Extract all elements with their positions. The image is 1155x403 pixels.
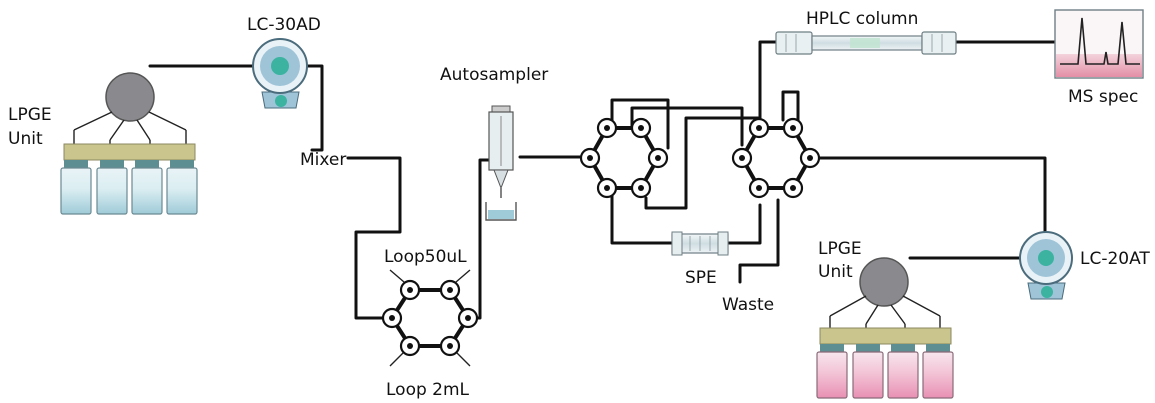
lpge-bar-left [63, 143, 196, 161]
bottles-left [60, 160, 198, 215]
pump-lc30ad: LC-30AD [247, 15, 321, 109]
loop-bottom-label: Loop 2mL [386, 380, 470, 400]
hplc-column-label: HPLC column [806, 9, 918, 29]
lpge-left-label-line1: LPGE [8, 105, 52, 125]
hplc-column: HPLC column [775, 9, 957, 55]
lpge-right-label-line2: Unit [818, 262, 853, 282]
loop-valve: Loop50uL Loop 2mL [381, 247, 479, 400]
ms-spec-label: MS spec [1068, 87, 1138, 107]
mixer-ball-left [105, 72, 155, 122]
pump-right-label: LC-20AT [1080, 249, 1150, 269]
tubing-lines [148, 40, 1057, 320]
lpge-unit-right: LPGE Unit [816, 239, 954, 399]
six-port-valve-right [731, 117, 821, 199]
autosampler: Autosampler [440, 65, 548, 221]
loop-top-label: Loop50uL [384, 247, 467, 267]
lpge-left-label-line2: Unit [8, 129, 43, 149]
spe-cartridge: SPE [671, 231, 729, 288]
autosampler-label: Autosampler [440, 65, 548, 85]
lpge-unit-left: LPGE Unit [8, 72, 198, 215]
pump-left-label: LC-30AD [247, 15, 321, 35]
spe-label: SPE [685, 268, 717, 288]
mixer-ball-right [859, 257, 909, 307]
pump-lc20at: LC-20AT [1019, 231, 1150, 300]
bottles-right [816, 344, 954, 399]
lpge-right-label-line1: LPGE [818, 239, 862, 259]
mixer-label: Mixer [300, 150, 346, 170]
waste-label: Waste [722, 295, 774, 315]
lpge-bar-right [819, 327, 952, 345]
ms-spec: MS spec [1054, 9, 1144, 107]
six-port-valve-left [579, 117, 669, 199]
